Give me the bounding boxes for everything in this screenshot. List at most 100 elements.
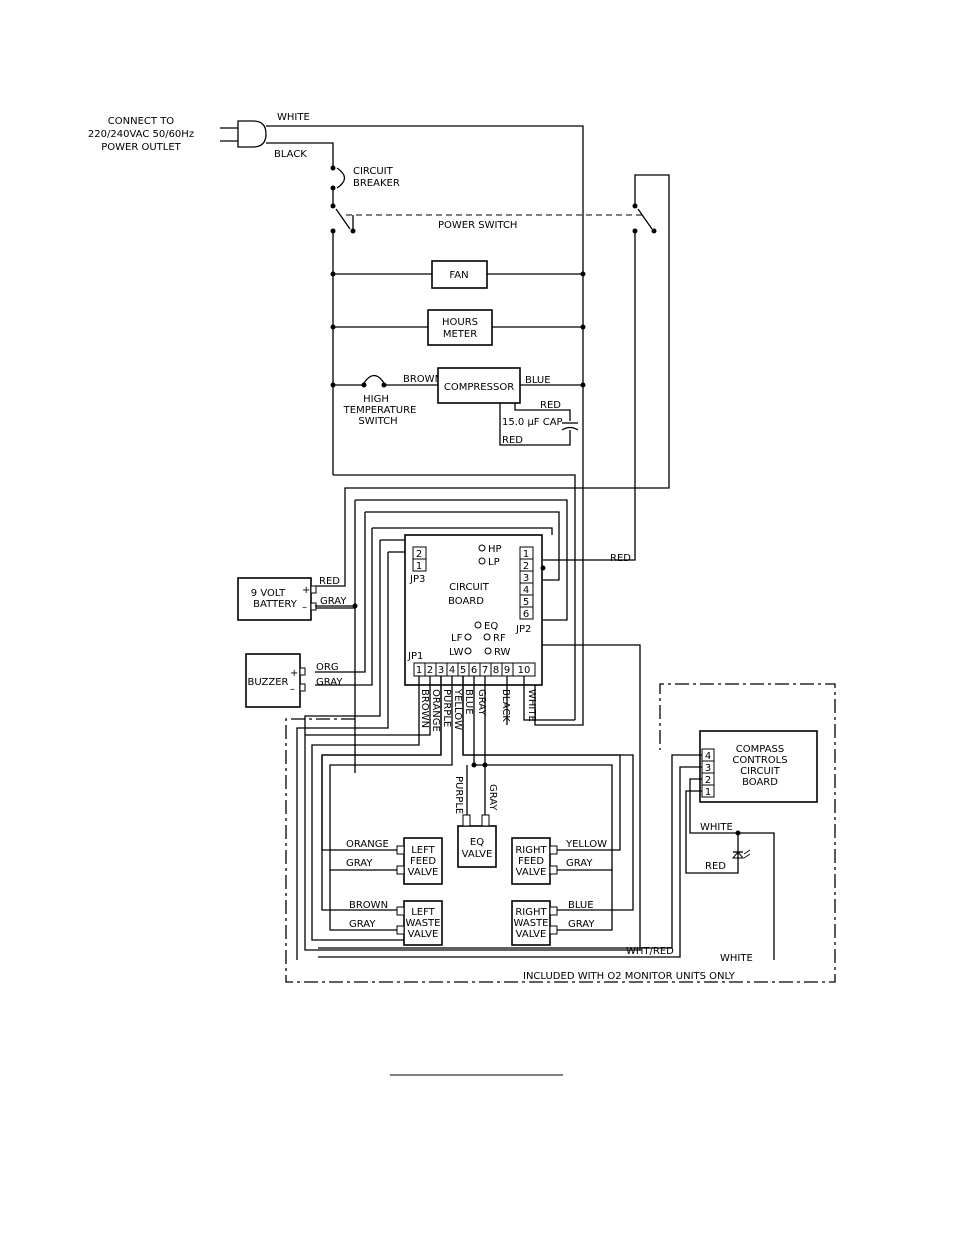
left-waste-valve-box <box>403 900 443 946</box>
label-brown-comp: BROWN <box>403 374 442 385</box>
led-rw: RW <box>494 647 511 658</box>
hours-meter-label-2: METER <box>443 329 477 340</box>
right-feed-yellow: YELLOW <box>565 839 607 850</box>
compass-pin-1: 1 <box>705 787 711 798</box>
jp1-pin-2: 2 <box>427 665 433 676</box>
jp1-pin-9: 9 <box>504 665 510 676</box>
label-jp1-black: BLACK <box>500 689 511 722</box>
led-eq: EQ <box>484 621 498 632</box>
label-high-temp-1: HIGH <box>363 394 389 405</box>
right-waste-blue: BLUE <box>568 900 594 911</box>
label-red-cap-top: RED <box>540 400 561 411</box>
label-jp1-gray: GRAY <box>476 689 487 716</box>
right-waste-gray: GRAY <box>568 919 595 930</box>
power-plug <box>220 120 267 148</box>
left-feed-label-1: LEFT <box>411 845 435 856</box>
label-jp1-blue: BLUE <box>463 689 474 715</box>
left-waste-label-1: LEFT <box>411 907 435 918</box>
fan-label: FAN <box>449 270 468 281</box>
compass-label-2: CONTROLS <box>732 755 787 766</box>
label-white-top: WHITE <box>277 112 310 123</box>
connect-label-2: 220/240VAC 50/60Hz <box>88 129 194 140</box>
compass-pins <box>701 748 715 798</box>
jp3-label: JP3 <box>409 574 425 585</box>
label-circuit-breaker-2: BREAKER <box>353 178 400 189</box>
buzzer-minus: – <box>290 684 295 695</box>
buzzer-gray: GRAY <box>316 677 343 688</box>
label-high-temp-3: SWITCH <box>358 416 397 427</box>
eq-valve-purple: PURPLE <box>453 776 464 814</box>
fan-box <box>431 260 488 289</box>
label-power-switch: POWER SWITCH <box>438 220 517 231</box>
compass-red: RED <box>705 861 726 872</box>
label-jp1-white: WHITE <box>526 689 537 722</box>
jp2-pin-3: 3 <box>523 573 529 584</box>
compass-pin-4: 4 <box>705 751 711 762</box>
right-waste-label-3: VALVE <box>516 929 547 940</box>
compass-label-1: COMPASS <box>736 744 784 755</box>
battery-box <box>237 577 312 621</box>
buzzer-box <box>245 653 301 708</box>
eq-valve-gray: GRAY <box>487 784 498 811</box>
led-lf: LF <box>451 633 463 644</box>
connect-label-1: CONNECT TO <box>108 116 175 127</box>
wire-white-main <box>266 125 584 385</box>
circuit-breaker <box>330 165 346 206</box>
left-waste-gray: GRAY <box>349 919 376 930</box>
left-feed-label-2: FEED <box>410 856 436 867</box>
right-waste-label-1: RIGHT <box>515 907 547 918</box>
jp1-pin-8: 8 <box>493 665 499 676</box>
included-note: INCLUDED WITH O2 MONITOR UNITS ONLY <box>523 971 736 982</box>
buzzer-label: BUZZER <box>248 677 289 688</box>
led-hp: HP <box>488 544 502 555</box>
jp2-label: JP2 <box>515 624 531 635</box>
right-feed-label-3: VALVE <box>516 867 547 878</box>
label-jp1-brown: BROWN <box>419 689 430 728</box>
jp2-pin-6: 6 <box>523 609 529 620</box>
right-feed-label-2: FEED <box>518 856 544 867</box>
right-feed-gray: GRAY <box>566 858 593 869</box>
compass-pin-2: 2 <box>705 775 711 786</box>
label-red-cap-bottom: RED <box>502 435 523 446</box>
right-feed-label-1: RIGHT <box>515 845 547 856</box>
connect-label-3: POWER OUTLET <box>101 142 181 153</box>
led-rf: RF <box>493 633 506 644</box>
right-feed-valve-box <box>511 837 551 885</box>
compass-board-box <box>699 730 818 803</box>
circuit-board-label-1: CIRCUIT <box>449 582 490 593</box>
jp1-pin-6: 6 <box>471 665 477 676</box>
jp2-pin-5: 5 <box>523 597 529 608</box>
compass-white: WHITE <box>700 822 733 833</box>
left-feed-label-3: VALVE <box>408 867 439 878</box>
compressor-box <box>437 367 521 404</box>
battery-label-2: BATTERY <box>253 599 298 610</box>
label-red-switch: RED <box>610 553 631 564</box>
eq-valve-box <box>457 825 497 868</box>
compass-label-4: BOARD <box>742 777 778 788</box>
label-black-top: BLACK <box>274 149 307 160</box>
label-circuit-breaker-1: CIRCUIT <box>353 166 394 177</box>
left-waste-label-2: WASTE <box>406 918 441 929</box>
jp1-pin-10: 10 <box>518 665 531 676</box>
left-waste-label-3: VALVE <box>408 929 439 940</box>
right-waste-label-2: WASTE <box>514 918 549 929</box>
buzzer-org: ORG <box>316 662 339 673</box>
optional-outline-left <box>285 683 836 983</box>
right-waste-valve-box <box>511 900 551 946</box>
compass-label-3: CIRCUIT <box>740 766 781 777</box>
jp2-pin-2: 2 <box>523 561 529 572</box>
buzzer-plus: + <box>290 668 298 679</box>
jp1-label: JP1 <box>407 651 423 662</box>
led-lp: LP <box>488 557 500 568</box>
jp3-pin-1: 1 <box>416 561 422 572</box>
left-feed-orange: ORANGE <box>346 839 389 850</box>
compass-wht-red: WHT/RED <box>626 946 674 957</box>
label-jp1-purple: PURPLE <box>441 689 452 727</box>
label-jp1-yellow: YELLOW <box>452 688 463 730</box>
jp1-pin-7: 7 <box>482 665 488 676</box>
left-feed-gray: GRAY <box>346 858 373 869</box>
left-feed-valve-box <box>403 837 443 885</box>
jp1-pin-1: 1 <box>416 665 422 676</box>
wire-black-main <box>266 142 334 168</box>
